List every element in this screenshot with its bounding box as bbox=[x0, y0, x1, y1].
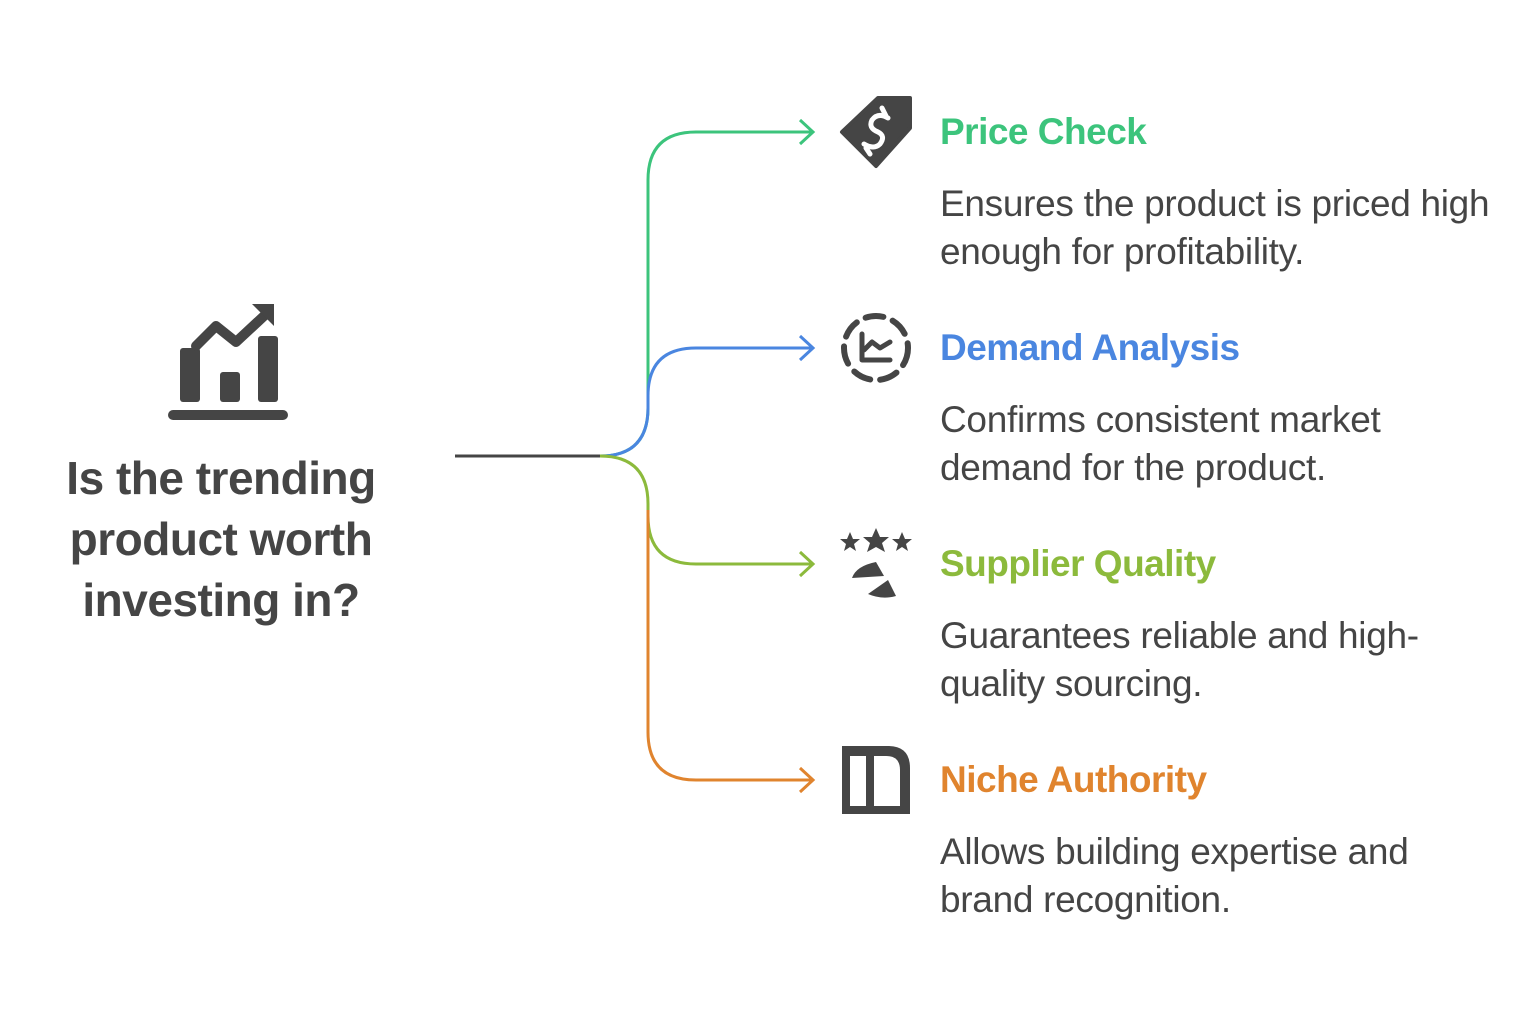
branch-niche bbox=[646, 510, 816, 794]
book-icon bbox=[842, 746, 910, 814]
item-title: Niche Authority bbox=[940, 759, 1207, 800]
stars-hand-icon bbox=[840, 528, 912, 598]
branch-price bbox=[599, 118, 816, 458]
item-title: Demand Analysis bbox=[940, 327, 1240, 368]
item-description: Guarantees reliable and high-quality sou… bbox=[940, 615, 1419, 704]
branch-supplier bbox=[599, 454, 816, 578]
trending-chart-icon bbox=[168, 304, 288, 420]
item-description: Ensures the product is priced high enoug… bbox=[940, 183, 1490, 272]
price-tag-icon bbox=[840, 96, 912, 168]
central-question: Is the trending product worth investing … bbox=[66, 452, 376, 626]
item-title: Price Check bbox=[940, 111, 1147, 152]
item-description: Confirms consistent market demand for th… bbox=[940, 399, 1381, 488]
item-price-check: Price Check Ensures the product is price… bbox=[940, 108, 1500, 276]
chart-circle-icon bbox=[841, 313, 911, 383]
item-description: Allows building expertise and brand reco… bbox=[940, 831, 1409, 920]
item-supplier-quality: Supplier Quality Guarantees reliable and… bbox=[940, 540, 1500, 708]
item-niche-authority: Niche Authority Allows building expertis… bbox=[940, 756, 1500, 924]
item-demand-analysis: Demand Analysis Confirms consistent mark… bbox=[940, 324, 1500, 492]
item-title: Supplier Quality bbox=[940, 543, 1216, 584]
branch-demand bbox=[599, 334, 816, 458]
